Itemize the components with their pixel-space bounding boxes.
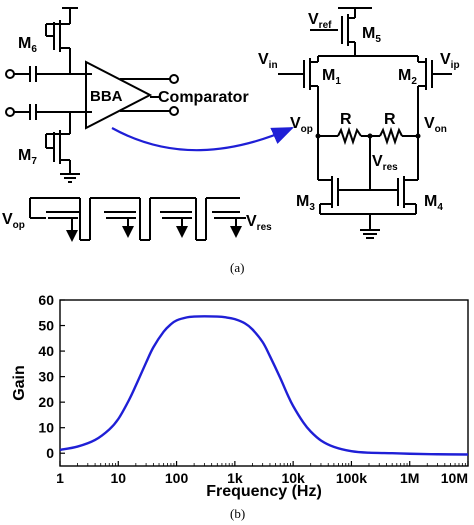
caption-a: (a) [230, 260, 244, 275]
y-tick-label: 50 [38, 318, 54, 334]
bba-amplifier [85, 60, 153, 130]
label-vres-right: Vres [372, 153, 398, 173]
label-comparator: Comparator [158, 89, 249, 106]
transistor-m1 [278, 56, 319, 172]
label-vres-left: Vres [246, 213, 272, 233]
label-von: Von [424, 115, 447, 135]
output-terminal-bottom [169, 106, 179, 116]
x-tick-label: 1M [400, 470, 419, 486]
label-vip: Vip [440, 51, 460, 71]
label-vin: Vin [258, 51, 278, 71]
transistor-m4 [397, 172, 419, 214]
transistor-m6 [45, 7, 78, 72]
label-r1: R [340, 111, 352, 128]
output-terminal-top [169, 74, 179, 84]
x-axis: 1 10 100 1k 10k 100k 1M 10M [56, 461, 469, 486]
input-terminal-bottom [5, 107, 15, 117]
x-axis-label: Frequency (Hz) [206, 483, 322, 500]
input-terminal-top [5, 69, 15, 79]
label-m5: M5 [362, 25, 381, 45]
label-bba: BBA [90, 88, 123, 105]
x-tick-label: 10 [110, 470, 126, 486]
y-axis: 0 10 20 30 40 50 60 [38, 292, 65, 461]
x-tick-label: 100 [165, 470, 189, 486]
resistor-r1 [337, 126, 362, 146]
label-vop-right: Vop [290, 115, 313, 135]
x-tick-label: 1 [56, 470, 64, 486]
transistor-m2 [417, 56, 452, 172]
label-m7: M7 [18, 147, 37, 167]
label-vop-left: Vop [2, 211, 25, 231]
x-tick-label: 10k [281, 470, 305, 486]
gain-chart: 0 10 20 30 40 50 60 1 10 100 1k 10k 100k 1M 10M Frequ… [11, 292, 469, 521]
label-m4: M4 [424, 193, 443, 213]
transistor-m5 [310, 7, 372, 56]
y-tick-label: 30 [38, 369, 54, 385]
y-tick-label: 40 [38, 343, 54, 359]
label-m1: M1 [322, 67, 341, 87]
gain-curve [59, 315, 469, 456]
resistor-r2 [379, 126, 403, 146]
caption-b: (b) [230, 506, 245, 521]
transistor-m7 [45, 112, 80, 183]
x-tick-label: 100k [336, 470, 367, 486]
x-tick-label: 1k [227, 470, 243, 486]
y-tick-label: 60 [38, 292, 54, 308]
y-tick-label: 10 [38, 420, 54, 436]
label-m6: M6 [18, 35, 37, 55]
pseudo-resistor-chain [29, 197, 246, 242]
y-tick-label: 20 [38, 394, 54, 410]
circuit-schematic: M6 BBA Comparator M7 Vop Vres [2, 7, 460, 275]
x-tick-label: 10M [441, 470, 468, 486]
plot-frame [59, 299, 469, 467]
label-m3: M3 [296, 193, 315, 213]
transistor-m3 [317, 172, 339, 214]
y-axis-label: Gain [11, 365, 28, 401]
label-m2: M2 [398, 67, 417, 87]
y-tick-label: 0 [46, 445, 54, 461]
zoom-arrow [111, 126, 295, 152]
label-r2: R [384, 111, 396, 128]
label-vref: Vref [308, 11, 332, 31]
